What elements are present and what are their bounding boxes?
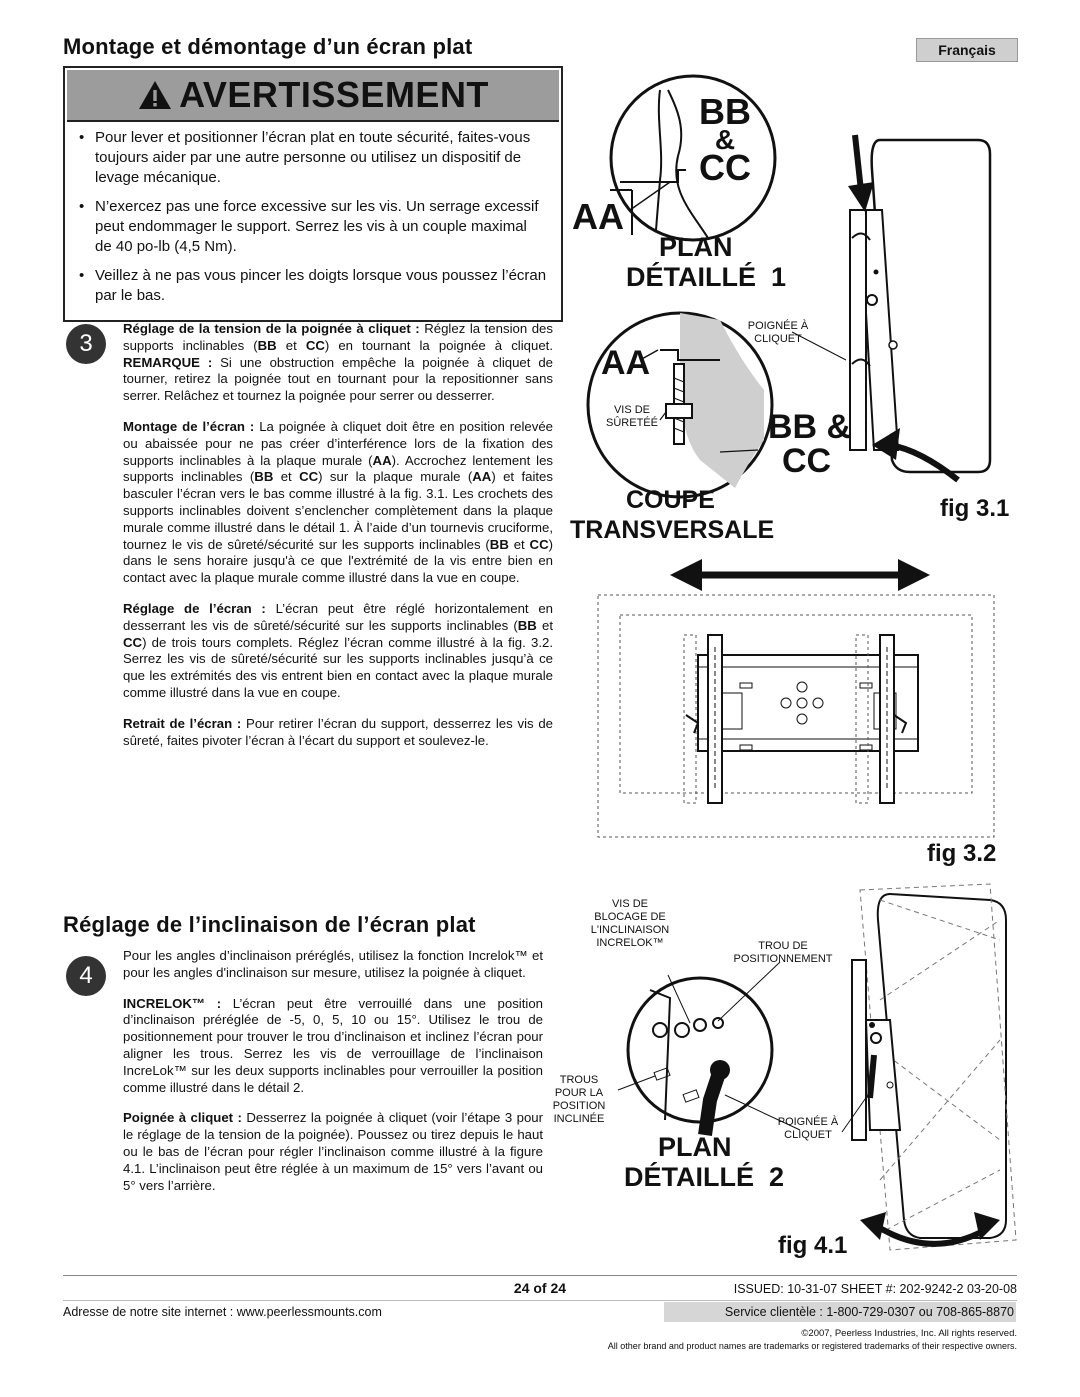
fig31-bb-cc-label: BB & CC <box>699 91 751 188</box>
figure-4-1-label: fig 4.1 <box>778 1232 848 1259</box>
fig31-aa-label-1: AA <box>572 196 624 237</box>
step-number-3: 3 <box>66 324 106 364</box>
step4-text: Pour les angles d’inclinaison préréglés,… <box>123 948 543 1208</box>
page-title: Montage et démontage d’un écran plat <box>63 34 473 59</box>
figure-3-2-label: fig 3.2 <box>927 840 997 867</box>
fig31-cc-label-2: CC <box>782 442 832 480</box>
service-phone-text: Service clientèle : 1-800-729-0307 ou 70… <box>664 1302 1016 1322</box>
page-number: 24 of 24 <box>513 1280 567 1296</box>
detail-2-circle <box>626 976 774 1124</box>
detail-1-circle <box>609 74 777 242</box>
warning-title: AVERTISSEMENT <box>179 74 489 115</box>
fig31-coupe-label: COUPE <box>626 486 715 514</box>
step-number-4: 4 <box>66 956 106 996</box>
issued-info: ISSUED: 10-31-07 SHEET #: 202-9242-2 03-… <box>733 1282 1017 1296</box>
trademarks-text: All other brand and product names are tr… <box>607 1341 1017 1351</box>
figure-3-1-label: fig 3.1 <box>940 495 1010 522</box>
website-text: Adresse de notre site internet : www.pee… <box>63 1305 382 1319</box>
step3-paragraph-removal: Retrait de l’écran : Pour retirer l’écra… <box>123 715 554 748</box>
step3-paragraph-tension: Réglage de la tension de la poignée à cl… <box>123 321 553 404</box>
warning-header: AVERTISSEMENT <box>67 70 559 122</box>
section-title-tilt: Réglage de l’inclinaison de l’écran plat <box>63 912 476 937</box>
fig31-plan-label: PLAN <box>659 232 733 262</box>
fig31-transversale-label: TRANSVERSALE <box>570 516 775 544</box>
step4-paragraph-ratchet: Poignée à cliquet : Desserrez la poignée… <box>123 1110 544 1193</box>
fig31-bb-cc-label-2: BB & <box>768 408 852 446</box>
copyright-text: ©2007, Peerless Industries, Inc. All rig… <box>801 1328 1017 1339</box>
fig31-detail-1-label: DÉTAILLÉ 1 <box>626 262 787 292</box>
warning-list: Pour lever et positionner l’écran plat e… <box>77 128 547 315</box>
fig41-detail-2-label: DÉTAILLÉ 2 <box>624 1162 785 1192</box>
step3-text: Réglage de la tension de la poignée à cl… <box>123 321 553 763</box>
warning-triangle-icon <box>139 81 172 109</box>
step3-paragraph-adjust: Réglage de l’écran : L’écran peut être r… <box>123 600 553 700</box>
fig31-aa-label-2: AA <box>601 344 651 382</box>
step4-paragraph-increlok: INCRELOK™ : L’écran peut être verrouillé… <box>123 995 543 1095</box>
step4-intro: Pour les angles d’inclinaison préréglés,… <box>123 948 543 980</box>
figure-3-2-drawing <box>597 559 995 838</box>
figure-3-1-drawing <box>586 74 992 499</box>
warning-item: Veillez à ne pas vous pincer les doigts … <box>77 266 547 306</box>
warning-box: AVERTISSEMENT Pour lever et positionner … <box>63 66 563 322</box>
warning-item: Pour lever et positionner l’écran plat e… <box>77 128 547 188</box>
figure-4-1-drawing <box>617 883 1017 1251</box>
language-label: Français <box>916 38 1018 62</box>
warning-item: N’exercez pas une force excessive sur le… <box>77 197 547 257</box>
footer-divider-top <box>63 1275 1017 1276</box>
step3-paragraph-mounting: Montage de l’écran : La poignée à clique… <box>123 418 554 586</box>
footer-divider-mid <box>63 1300 1017 1301</box>
fig41-plan-label: PLAN <box>658 1132 732 1162</box>
